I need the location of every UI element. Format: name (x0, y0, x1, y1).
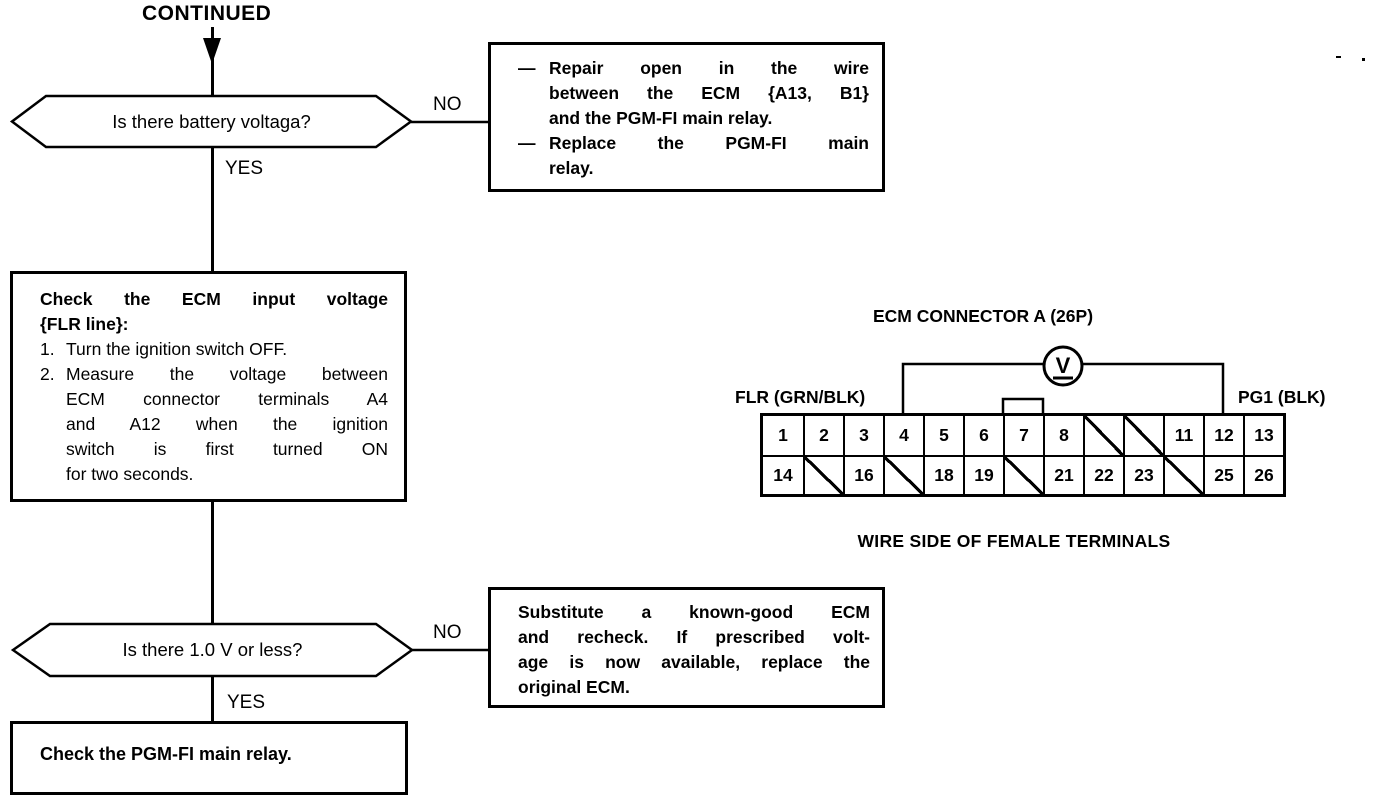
connector-cell-unused (803, 455, 843, 494)
connector-cell: 14 (763, 455, 803, 494)
scan-speck (1362, 58, 1365, 61)
probe-wire-right (1083, 362, 1225, 416)
decision2-no-label: NO (433, 622, 462, 643)
voltmeter-icon (1042, 345, 1084, 387)
connector-cell: 8 (1043, 416, 1083, 455)
step-lines: Turn the ignition switch OFF. (66, 337, 388, 362)
connector-cell: 13 (1243, 416, 1283, 455)
check-box-heading: Check the ECM input voltage {FLR line}: (40, 287, 388, 337)
text-line: {FLR line}: (40, 314, 129, 334)
substitute-box-content: Substitute a known-good ECM and recheck. … (518, 600, 870, 700)
connector-cell: 5 (923, 416, 963, 455)
dash-bullet: — (518, 58, 536, 78)
connector-cell: 7 (1003, 416, 1043, 455)
connector-cell: 18 (923, 455, 963, 494)
scan-speck (1336, 56, 1341, 58)
connector-cell-unused (1003, 455, 1043, 494)
text-line: Substitute a known-good ECM (518, 602, 870, 622)
text-line: original ECM. (518, 677, 630, 697)
text-line: between the ECM {A13, B1} (549, 83, 869, 103)
down-arrow-icon (203, 38, 221, 64)
check-ecm-input-voltage-box: Check the ECM input voltage {FLR line}: 1.… (10, 271, 407, 502)
connector-cell: 3 (843, 416, 883, 455)
connector-cell: 23 (1123, 455, 1163, 494)
step-number: 2. (40, 364, 55, 384)
probe-wire-left (901, 362, 1043, 416)
repair-open-wire-box: — Repair open in the wire between the ECM … (488, 42, 885, 192)
text-line: Check the ECM input voltage (40, 289, 388, 309)
connector-cell-unused (1163, 455, 1203, 494)
decision2-yes-label: YES (227, 692, 266, 713)
text-line: Repair open in the wire (549, 58, 869, 78)
connector-cell-unused (1083, 416, 1123, 455)
text-line: ECM connector terminals A4 (66, 389, 388, 409)
decision1-text: Is there battery voltaga? (112, 110, 311, 132)
connector-cell-unused (1123, 416, 1163, 455)
decision1-no-label: NO (433, 94, 462, 115)
final-action-text: Check the PGM-FI main relay. (40, 744, 292, 764)
connector-cell: 19 (963, 455, 1003, 494)
repair-item-lines: Repair open in the wire between the ECM {… (549, 56, 869, 131)
step-number: 1. (40, 339, 55, 359)
connector-cell-unused (883, 455, 923, 494)
final-action-box: Check the PGM-FI main relay. (10, 721, 408, 795)
text-line: switch is first turned ON (66, 439, 388, 459)
repair-item: — Repair open in the wire between the ECM … (518, 56, 869, 131)
text-line: Replace the PGM-FI main (549, 133, 869, 153)
substitute-ecm-box: Substitute a known-good ECM and recheck. … (488, 587, 885, 708)
text-line: Measure the voltage between (66, 364, 388, 384)
connector-cell: 2 (803, 416, 843, 455)
voltmeter-symbol: V (1056, 353, 1071, 378)
connector-cell: 12 (1203, 416, 1243, 455)
pg1-pin-label: PG1 (BLK) (1238, 387, 1326, 407)
decision1-yes-label: YES (225, 158, 264, 179)
check-step: 1. Turn the ignition switch OFF. (40, 337, 388, 362)
connector-cell: 26 (1243, 455, 1283, 494)
repair-item-lines: Replace the PGM-FI main relay. (549, 131, 869, 181)
connector-cell: 6 (963, 416, 1003, 455)
connector-title: ECM CONNECTOR A (26P) (872, 306, 1094, 326)
text-line: Turn the ignition switch OFF. (66, 339, 288, 359)
connector-cell: 11 (1163, 416, 1203, 455)
decision2-text: Is there 1.0 V or less? (122, 639, 303, 660)
flr-pin-label: FLR (GRN/BLK) (735, 387, 866, 407)
wire-side-caption: WIRE SIDE OF FEMALE TERMINALS (857, 531, 1171, 551)
text-line: and the PGM-FI main relay. (549, 108, 773, 128)
connector-cell: 4 (883, 416, 923, 455)
dash-bullet: — (518, 133, 536, 153)
connector-cell: 21 (1043, 455, 1083, 494)
repair-item: — Replace the PGM-FI main relay. (518, 131, 869, 181)
text-line: and A12 when the ignition (66, 414, 388, 434)
connector-cell: 1 (778, 425, 788, 445)
connector-cell: 25 (1203, 455, 1243, 494)
text-line: age is now available, replace the (518, 652, 870, 672)
check-box-content: Check the ECM input voltage {FLR line}: 1.… (40, 287, 388, 487)
text-line: and recheck. If prescribed volt- (518, 627, 870, 647)
connector-cell: 16 (843, 455, 883, 494)
repair-box-content: — Repair open in the wire between the ECM … (518, 56, 869, 181)
text-line: relay. (549, 158, 594, 178)
connector-key-tab (1001, 397, 1045, 415)
connector-cell: 22 (1083, 455, 1123, 494)
text-line: for two seconds. (66, 464, 194, 484)
continued-label: CONTINUED (142, 2, 272, 25)
